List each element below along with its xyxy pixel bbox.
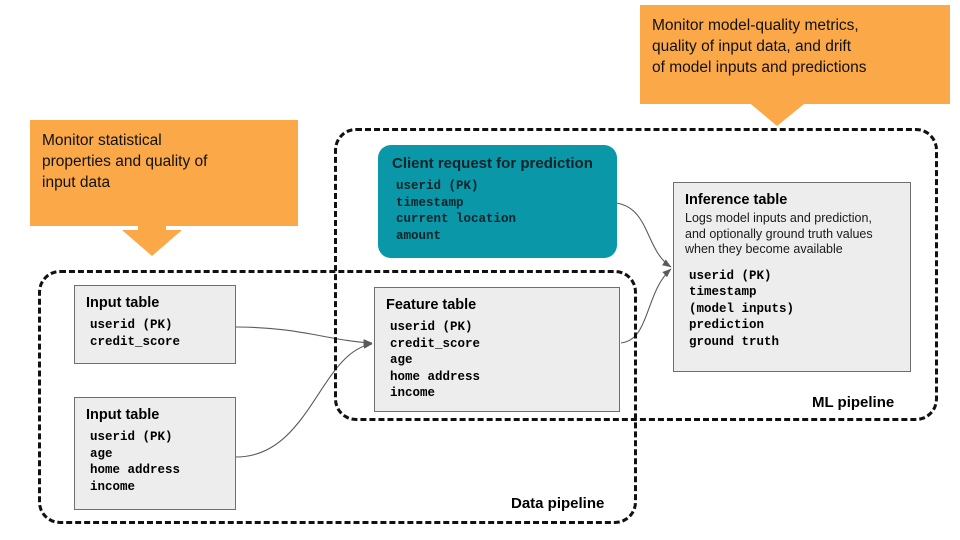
- inference-table-box: Inference table Logs model inputs and pr…: [673, 182, 911, 372]
- inference-desc-line-1: Logs model inputs and prediction,: [685, 211, 872, 225]
- inference-table-description: Logs model inputs and prediction, and op…: [685, 211, 900, 258]
- field-userid: userid (PK): [390, 320, 473, 334]
- field-home-address: home address: [90, 463, 181, 477]
- field-model-inputs: (model inputs): [689, 301, 795, 316]
- input-table-2-title: Input table: [86, 407, 160, 423]
- client-request-title: Client request for prediction: [392, 155, 593, 172]
- input-table-2-box: Input table userid (PK) age home address…: [74, 397, 236, 510]
- field-age: age: [90, 446, 113, 461]
- inference-desc-line-3: when they become available: [685, 242, 843, 256]
- field-ground-truth: ground truth: [689, 334, 780, 349]
- field-current-location: current location: [396, 212, 517, 226]
- callout-right-line-3: of model inputs and predictions: [652, 59, 867, 76]
- field-userid: userid (PK): [90, 430, 173, 444]
- connector-input2-to-feature: [235, 341, 373, 458]
- field-timestamp: timestamp: [689, 285, 757, 299]
- field-userid: userid (PK): [90, 318, 173, 332]
- input-table-1-fields: userid (PK) credit_score: [86, 317, 225, 350]
- connector-input1-to-feature: [235, 326, 373, 347]
- callout-right-body: Monitor model-quality metrics, quality o…: [640, 5, 950, 104]
- field-userid: userid (PK): [689, 268, 772, 283]
- field-age: age: [390, 353, 413, 367]
- field-income: income: [390, 386, 436, 400]
- callout-left-arrow-icon: [122, 206, 182, 256]
- inference-desc-line-2: and optionally ground truth values: [685, 226, 873, 241]
- data-pipeline-container: [38, 270, 637, 524]
- input-table-1-box: Input table userid (PK) credit_score: [74, 285, 236, 364]
- feature-table-fields: userid (PK) credit_score age home addres…: [386, 319, 609, 402]
- field-amount: amount: [396, 228, 442, 243]
- input-table-1-title: Input table: [86, 295, 160, 311]
- client-request-box: Client request for prediction userid (PK…: [378, 145, 617, 258]
- field-credit-score: credit_score: [390, 336, 481, 351]
- callout-monitor-input-data: Monitor statistical properties and quali…: [30, 120, 298, 226]
- field-timestamp: timestamp: [396, 195, 464, 210]
- callout-left-line-1: Monitor statistical: [42, 132, 162, 149]
- feature-table-title: Feature table: [386, 297, 477, 313]
- callout-right-arrow-icon: [746, 84, 809, 126]
- field-home-address: home address: [390, 369, 481, 384]
- field-credit-score: credit_score: [90, 334, 181, 349]
- callout-right-line-2: quality of input data, and drift: [652, 38, 852, 55]
- feature-table-box: Feature table userid (PK) credit_score a…: [374, 287, 620, 412]
- callout-left-line-3: input data: [42, 174, 111, 191]
- callout-right-line-1: Monitor model-quality metrics,: [652, 17, 859, 34]
- input-table-2-fields: userid (PK) age home address income: [86, 429, 225, 495]
- field-prediction: prediction: [689, 318, 765, 332]
- client-request-fields: userid (PK) timestamp current location a…: [392, 178, 605, 244]
- connector-feature-to-inference: [620, 268, 672, 344]
- inference-table-title: Inference table: [685, 192, 788, 208]
- callout-left-line-2: properties and quality of: [42, 153, 208, 170]
- connector-client-to-inference: [615, 202, 672, 268]
- field-userid: userid (PK): [396, 179, 479, 193]
- data-pipeline-label: Data pipeline: [505, 495, 611, 512]
- field-income: income: [90, 479, 136, 494]
- ml-pipeline-label: ML pipeline: [806, 394, 901, 411]
- callout-monitor-model-quality: Monitor model-quality metrics, quality o…: [640, 5, 950, 104]
- inference-table-fields: userid (PK) timestamp (model inputs) pre…: [685, 268, 900, 351]
